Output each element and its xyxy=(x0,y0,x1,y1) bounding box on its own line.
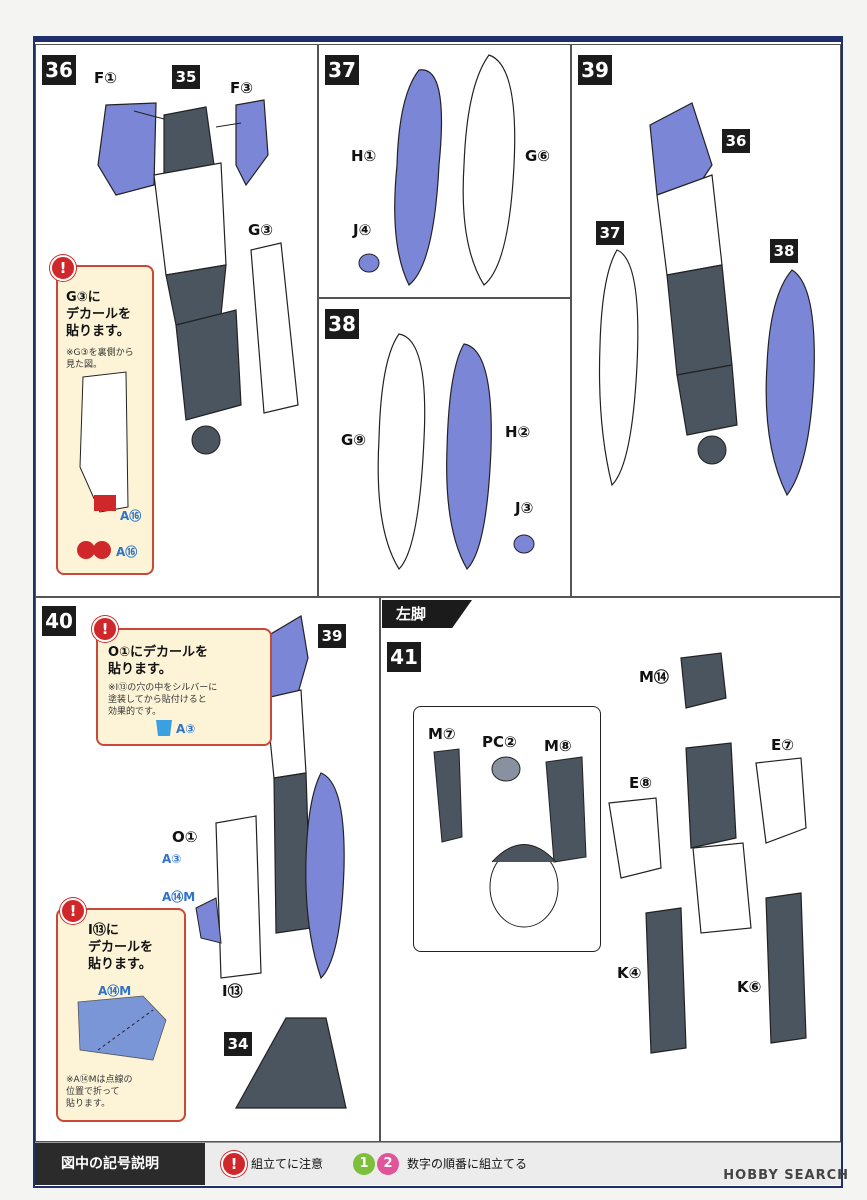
note-line: 貼ります。 xyxy=(66,324,130,339)
part-label: M⑧ xyxy=(544,737,572,755)
sub-step-number: 34 xyxy=(224,1032,252,1056)
caution-note: O①にデカールを 貼ります。 ※I⑬の穴の中をシルバーに 塗装してから貼付けると… xyxy=(96,628,272,746)
step-37-drawing xyxy=(358,54,516,286)
sub-step-number: 39 xyxy=(318,624,346,648)
step-number: 41 xyxy=(387,642,421,672)
caution-note: I⑬に デカールを 貼ります。 A⑭M ※A⑭Mは点線の 位置で折って 貼ります… xyxy=(56,908,186,1122)
caution-icon: ! xyxy=(92,616,118,642)
part-label: H② xyxy=(505,423,531,441)
note-small-line: 位置で折って xyxy=(66,1087,120,1097)
part-label: H① xyxy=(351,147,377,165)
step-40-drawing xyxy=(195,615,347,1109)
decal-part-drawing xyxy=(77,371,129,559)
step-number: 39 xyxy=(578,55,612,85)
decal-label: A⑯ xyxy=(116,545,138,559)
sub-step-number: 38 xyxy=(770,239,798,263)
part-label: J③ xyxy=(515,499,534,517)
decal-label: A⑭M xyxy=(162,890,196,904)
decal-label: A⑭M xyxy=(98,984,132,998)
step-number: 36 xyxy=(42,55,76,85)
note-line: デカールを xyxy=(88,940,154,955)
step-39-panel: 39 36 37 38 xyxy=(571,44,841,597)
part-label: F① xyxy=(94,69,117,87)
caution-icon: ! xyxy=(50,255,76,281)
part-label: G⑨ xyxy=(341,431,367,449)
part-label: G③ xyxy=(248,221,274,239)
note-line: 貼ります。 xyxy=(88,957,152,972)
step-39-drawing xyxy=(598,102,815,497)
part-label: O① xyxy=(172,828,198,846)
part-label: PC② xyxy=(482,733,517,751)
step-37-panel: 37 H① G⑥ J④ xyxy=(318,44,571,298)
note-line: 貼ります。 xyxy=(108,662,172,677)
caution-note: G③に デカールを 貼ります。 ※G③を裏側から 見た図。 A⑯ A⑯ xyxy=(56,265,154,575)
decal-swatch xyxy=(156,720,172,736)
part-label: K⑥ xyxy=(737,978,762,996)
order-legend-text: 数字の順番に組立てる xyxy=(407,1157,528,1171)
note-small-line: 見た図。 xyxy=(66,360,103,370)
part-label: M⑭ xyxy=(639,668,669,686)
decal-label: A③ xyxy=(162,852,182,866)
sub-step-number: 37 xyxy=(596,221,624,245)
step-number: 37 xyxy=(325,55,359,85)
note-line: G③に xyxy=(66,290,101,305)
note-small-line: 塗装してから貼付けると xyxy=(108,695,207,705)
caution-icon: ! xyxy=(221,1151,247,1177)
inset-box: M⑦ PC② M⑧ xyxy=(413,706,601,952)
note-small-line: ※A⑭Mは点線の xyxy=(66,1075,133,1085)
note-line: O①にデカールを xyxy=(108,645,209,660)
top-bar xyxy=(33,36,843,42)
part-label: K④ xyxy=(617,964,642,982)
part-label: E⑧ xyxy=(629,774,652,792)
sub-step-number: 35 xyxy=(172,65,200,89)
note-line: デカールを xyxy=(66,307,132,322)
part-label: F③ xyxy=(230,79,253,97)
note-small-line: ※I⑬の穴の中をシルバーに xyxy=(108,683,218,693)
sub-step-number: 36 xyxy=(722,129,750,153)
step-36-drawing xyxy=(97,99,299,455)
step-number: 38 xyxy=(325,309,359,339)
step-38-drawing xyxy=(377,333,535,570)
legend-title: 図中の記号説明 xyxy=(35,1143,205,1185)
part-label: I⑬ xyxy=(222,982,243,1000)
note-line: I⑬に xyxy=(88,923,119,938)
caution-icon: ! xyxy=(60,898,86,924)
step-41-drawing xyxy=(608,652,807,1054)
note-small-line: ※G③を裏側から xyxy=(66,348,134,358)
step-number: 40 xyxy=(42,606,76,636)
decal-label: A③ xyxy=(176,722,196,736)
note-small-line: 貼ります。 xyxy=(66,1099,111,1109)
note-small-line: 効果的です。 xyxy=(108,707,162,717)
step-40-panel: 40 39 34 O① A③ A⑭M I⑬ O①にデカールを 貼ります。 ※I⑬… xyxy=(35,597,380,1142)
step-38-panel: 38 G⑨ H② J③ xyxy=(318,298,571,597)
inset-drawing xyxy=(433,748,587,928)
part-label: M⑦ xyxy=(428,725,456,743)
part-label: G⑥ xyxy=(525,147,551,165)
part-label: J④ xyxy=(353,221,372,239)
decal-fold-drawing xyxy=(77,995,167,1061)
order-1-icon: 1 xyxy=(353,1153,375,1175)
step-41-panel: 41 33 M⑭ E⑦ E⑧ K④ K⑥ M⑦ PC② M⑧ xyxy=(380,597,841,1142)
step-36-panel: 36 35 F① F③ G③ G③に デカールを 貼ります。 ※G③を裏側から … xyxy=(35,44,318,597)
order-2-icon: 2 xyxy=(377,1153,399,1175)
decal-label: A⑯ xyxy=(120,509,142,523)
watermark: HOBBY SEARCH xyxy=(723,1168,849,1183)
part-label: E⑦ xyxy=(771,736,794,754)
legend-bar: 図中の記号説明 ! 組立てに注意 1 2 数字の順番に組立てる xyxy=(35,1142,841,1185)
caution-legend-text: 組立てに注意 xyxy=(251,1157,324,1171)
